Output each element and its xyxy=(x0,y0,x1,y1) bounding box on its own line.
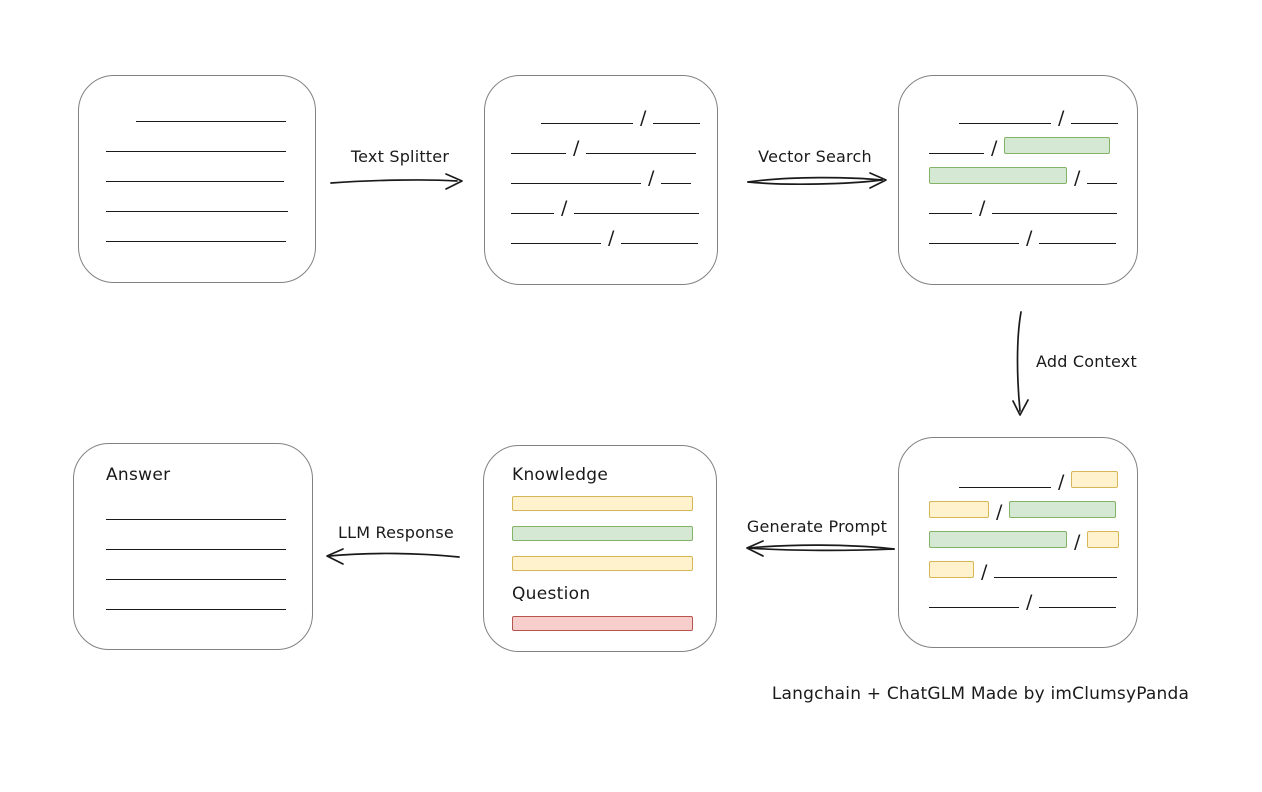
chunk-separator-slash: / xyxy=(1026,591,1033,613)
vector-search-results-box: / / / / / xyxy=(898,75,1138,285)
text-line xyxy=(511,212,554,214)
yellow-bar xyxy=(512,556,693,571)
prompt-box: Knowledge Question xyxy=(483,445,717,652)
text-chunks-box: / / / / / xyxy=(484,75,718,285)
text-line xyxy=(1039,606,1117,608)
question-bars xyxy=(512,616,716,631)
text-line xyxy=(511,152,566,154)
chunk-separator-slash: / xyxy=(608,227,615,249)
chunk-separator-slash: / xyxy=(1026,227,1033,249)
answer-lines xyxy=(106,490,312,610)
document-lines xyxy=(106,92,315,242)
knowledge-bars xyxy=(512,496,716,571)
green-chunk-highlight xyxy=(929,531,1067,548)
text-line xyxy=(136,120,286,122)
text-line xyxy=(959,122,1051,124)
text-line xyxy=(106,548,286,550)
chunk-separator-slash: / xyxy=(979,197,986,219)
text-line xyxy=(511,182,641,184)
vector-result-lines: / / / / / xyxy=(929,94,1137,249)
text-line xyxy=(106,518,286,520)
text-splitter-label: Text Splitter xyxy=(350,147,450,166)
llm-response-arrow xyxy=(326,548,460,565)
chunk-separator-slash: / xyxy=(991,137,998,159)
vector-search-arrow xyxy=(747,172,887,189)
yellow-chunk-highlight xyxy=(929,501,989,518)
chunk-separator-slash: / xyxy=(648,167,655,189)
green-chunk-highlight xyxy=(1009,501,1117,518)
text-line xyxy=(106,608,286,610)
chunk-separator-slash: / xyxy=(573,137,580,159)
text-line xyxy=(653,122,701,124)
chunk-separator-slash: / xyxy=(996,501,1003,523)
chunk-separator-slash: / xyxy=(1074,531,1081,553)
text-line xyxy=(106,210,288,212)
chunk-separator-slash: / xyxy=(561,197,568,219)
source-document-box xyxy=(78,75,316,283)
vector-search-label: Vector Search xyxy=(758,147,872,166)
text-line xyxy=(586,152,697,154)
text-line xyxy=(541,122,633,124)
yellow-bar xyxy=(512,496,693,511)
answer-heading: Answer xyxy=(106,465,171,485)
text-line xyxy=(574,212,700,214)
text-splitter-arrow xyxy=(330,173,463,190)
red-bar xyxy=(512,616,693,631)
text-line xyxy=(994,576,1118,578)
text-line xyxy=(929,152,984,154)
text-line xyxy=(959,486,1051,488)
text-line xyxy=(106,240,286,242)
text-line xyxy=(929,242,1019,244)
generate-prompt-arrow xyxy=(746,540,895,557)
context-chunks-box: / / / / / xyxy=(898,437,1138,648)
question-heading: Question xyxy=(512,584,591,604)
chunk-separator-slash: / xyxy=(640,107,647,129)
green-bar xyxy=(512,526,693,541)
text-line xyxy=(1039,242,1117,244)
add-context-arrow xyxy=(1012,311,1029,416)
answer-box: Answer xyxy=(73,443,313,650)
text-line xyxy=(106,180,284,182)
text-line xyxy=(1071,122,1119,124)
yellow-chunk-highlight xyxy=(1087,531,1120,548)
chunk-separator-slash: / xyxy=(1058,471,1065,493)
text-line xyxy=(106,150,286,152)
generate-prompt-label: Generate Prompt xyxy=(746,517,888,536)
context-lines: / / / / / xyxy=(929,458,1137,613)
chunk-separator-slash: / xyxy=(1074,167,1081,189)
llm-response-label: LLM Response xyxy=(338,523,454,542)
text-line xyxy=(929,606,1019,608)
text-line xyxy=(511,242,601,244)
footer-credit: Langchain + ChatGLM Made by imClumsyPand… xyxy=(771,684,1190,704)
add-context-label: Add Context xyxy=(1036,352,1137,371)
text-line xyxy=(621,242,699,244)
text-line xyxy=(992,212,1118,214)
yellow-chunk-highlight xyxy=(929,561,974,578)
text-line xyxy=(929,212,972,214)
chunk-separator-slash: / xyxy=(981,561,988,583)
knowledge-heading: Knowledge xyxy=(512,465,609,485)
text-line xyxy=(106,578,286,580)
text-line xyxy=(661,182,692,184)
chunk-lines: / / / / / xyxy=(511,94,717,249)
green-chunk-highlight xyxy=(929,167,1067,184)
yellow-chunk-highlight xyxy=(1071,471,1119,488)
green-chunk-highlight xyxy=(1004,137,1111,154)
chunk-separator-slash: / xyxy=(1058,107,1065,129)
text-line xyxy=(1087,182,1118,184)
